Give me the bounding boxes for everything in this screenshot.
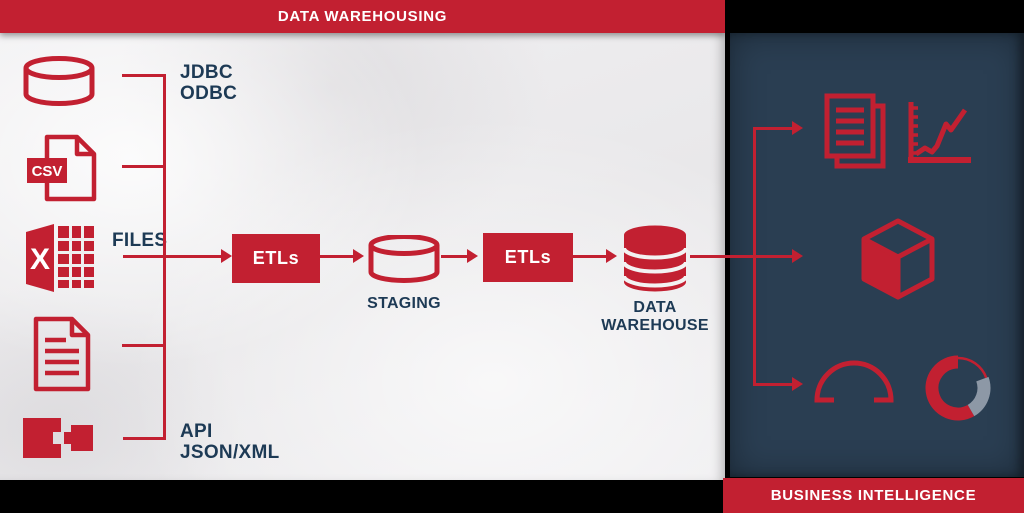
arrowhead-icon [792, 249, 803, 263]
csv-file-icon: CSV [25, 134, 97, 202]
arrowhead-icon [606, 249, 617, 263]
etl-box-1-label: ETLs [252, 248, 300, 268]
connector-line [122, 344, 166, 347]
excel-file-icon: X [26, 224, 96, 292]
odbc-label: ODBC [180, 83, 238, 104]
flow-arrow-line [753, 127, 793, 130]
connector-line [122, 74, 166, 77]
api-integration-icon [23, 417, 95, 459]
flow-arrow-line [123, 255, 222, 258]
gauge-icon [812, 358, 896, 404]
data-warehouse-label-line2: WAREHOUSE [601, 317, 709, 334]
flow-arrow-line [441, 255, 468, 258]
staging-cylinder-icon [368, 235, 440, 283]
etl-box-2-label: ETLs [504, 247, 552, 267]
olap-cube-icon [860, 218, 936, 300]
csv-badge-label: CSV [32, 163, 63, 180]
jdbc-label: JDBC [180, 62, 233, 83]
dw-banner-title: DATA WAREHOUSING [277, 8, 448, 25]
staging-label: STAGING [367, 295, 441, 312]
files-label: FILES [112, 230, 168, 251]
report-documents-icon [824, 93, 888, 171]
arrowhead-icon [792, 121, 803, 135]
flow-arrow-line [753, 383, 793, 386]
dw-section: CSV X JDBC [0, 33, 725, 480]
connector-line [123, 437, 166, 440]
connector-line [122, 165, 166, 168]
text-document-icon [33, 316, 91, 392]
flow-arrow-line [690, 255, 793, 258]
etl-box-2: ETLs [483, 233, 573, 282]
excel-x-letter: X [30, 243, 50, 276]
api-json-xml-label: API JSON/XML [180, 421, 280, 463]
arrowhead-icon [792, 377, 803, 391]
bi-banner: BUSINESS INTELLIGENCE [723, 478, 1024, 513]
json-xml-label: JSON/XML [180, 442, 280, 463]
api-label: API [180, 421, 213, 442]
dw-banner: DATA WAREHOUSING [0, 0, 725, 33]
arrowhead-icon [467, 249, 478, 263]
jdbc-odbc-label: JDBC ODBC [180, 62, 237, 104]
etl-box-1: ETLs [232, 234, 320, 283]
flow-arrow-line [573, 255, 607, 258]
flow-arrow-line [320, 255, 354, 258]
data-warehouse-label-line1: DATA [633, 299, 677, 316]
line-chart-icon [905, 100, 973, 166]
donut-chart-icon [920, 350, 996, 426]
arrowhead-icon [221, 249, 232, 263]
bi-banner-title: BUSINESS INTELLIGENCE [770, 487, 977, 504]
data-warehouse-icon [622, 224, 688, 294]
arrowhead-icon [353, 249, 364, 263]
data-warehouse-label: DATA WAREHOUSE [595, 299, 715, 335]
database-icon [22, 56, 96, 106]
